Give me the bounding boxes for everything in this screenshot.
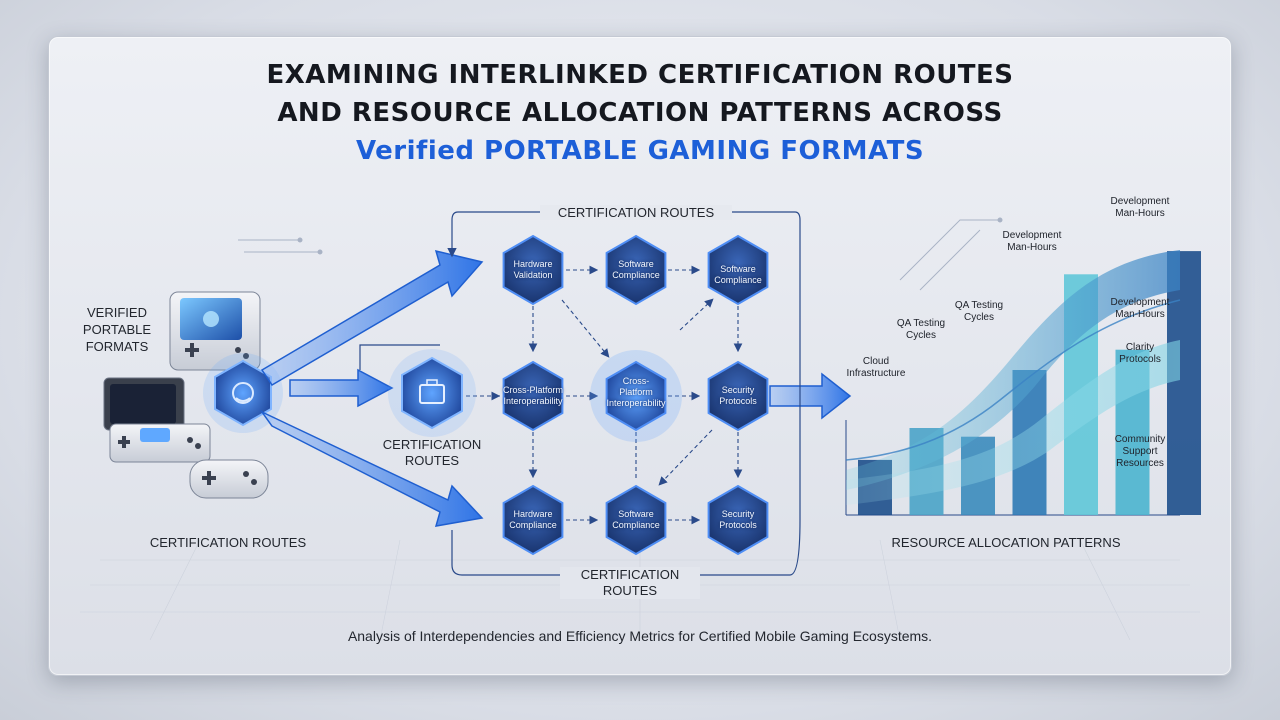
node-text-line: Protocols	[719, 396, 757, 406]
center-top-label: CERTIFICATION ROUTES	[540, 205, 732, 220]
resource-chart	[845, 250, 1201, 516]
chart-label-line: Cycles	[905, 330, 936, 341]
allocation-wave-3	[845, 299, 1181, 461]
briefcase-hex-icon	[388, 349, 476, 437]
formats-label: VERIFIED PORTABLE FORMATS	[72, 304, 162, 355]
label-clarity-protocols: Clarity Protocols	[1102, 342, 1178, 366]
left-certification-label: CERTIFICATION ROUTES	[149, 535, 307, 550]
node-cross-platform-1: Cross-Platform Interoperability	[497, 385, 569, 407]
chart-bar	[1167, 251, 1201, 515]
node-text-line: Compliance	[612, 520, 660, 530]
node-hexagon	[605, 234, 667, 306]
chart-label-line: Man-Hours	[1115, 208, 1165, 219]
allocation-wave-2	[846, 340, 1180, 505]
node-software-compliance-3: Software Compliance	[604, 509, 668, 531]
node-text-line: Security	[721, 385, 755, 395]
node-hexagon	[707, 360, 769, 432]
node-hexagon	[502, 360, 564, 432]
node-hardware-compliance: Hardware Compliance	[501, 509, 565, 531]
center-bottom-label: CERTIFICATION ROUTES	[560, 567, 700, 599]
node-hardware-validation: Hardware Validation	[501, 259, 565, 281]
formats-label-line-3: FORMATS	[85, 339, 149, 354]
handheld-console-icon	[169, 291, 261, 371]
label-development-3: Development Man-Hours	[1100, 297, 1180, 321]
chart-label-line: Development	[1110, 196, 1170, 207]
route-arrows	[259, 249, 852, 527]
node-text-line: Cross-	[622, 376, 650, 386]
hub-label-line-2: ROUTES	[404, 453, 460, 468]
node-software-compliance-2: Software Compliance	[706, 264, 770, 286]
chart-label-line: QA Testing	[896, 318, 946, 329]
circuit-lines	[238, 217, 1003, 291]
chart-label-line: Development	[1110, 297, 1170, 308]
node-text-line: Cross-Platform	[502, 385, 563, 395]
center-bottom-label-line-1: CERTIFICATION	[580, 567, 680, 582]
chart-label-line: Infrastructure	[846, 368, 906, 379]
node-text-line: Software Compliance	[714, 264, 762, 285]
chart-label-line: Cycles	[963, 312, 994, 323]
chart-label-line: Man-Hours	[1115, 309, 1165, 320]
node-text-line: Software	[618, 509, 654, 519]
node-text-line: Interoperability	[606, 398, 666, 408]
allocation-wave-1	[846, 250, 1180, 490]
node-hexagons	[502, 234, 769, 556]
node-software-compliance-1: Software Compliance	[604, 259, 668, 281]
node-text-line: Hardware	[513, 509, 553, 519]
node-hexagon	[502, 484, 564, 556]
node-cross-platform-2: Cross- Platform Interoperability	[598, 376, 674, 409]
chart-label-line: Clarity	[1125, 342, 1155, 353]
node-text-line: Software	[618, 259, 654, 269]
title-line-2: AND RESOURCE ALLOCATION PATTERNS ACROSS	[277, 98, 1003, 128]
formats-label-line-1: VERIFIED	[87, 305, 147, 320]
node-hexagon	[605, 484, 667, 556]
node-text-line: Hardware	[513, 259, 553, 269]
node-text-line: Compliance	[612, 270, 660, 280]
node-text-line: Platform	[619, 387, 653, 397]
label-development-2: Development Man-Hours	[1100, 196, 1180, 220]
hub-label: CERTIFICATION ROUTES	[372, 437, 492, 469]
label-qa-testing-1: QA Testing Cycles	[886, 318, 956, 342]
chart-title-label: RESOURCE ALLOCATION PATTERNS	[891, 535, 1121, 550]
chart-label-line: Development	[1002, 230, 1062, 241]
title-line-3: Verified PORTABLE GAMING FORMATS	[355, 136, 925, 166]
hub-label-line-1: CERTIFICATION	[382, 437, 482, 452]
label-development-1: Development Man-Hours	[992, 230, 1072, 254]
formats-label-line-2: PORTABLE	[82, 322, 152, 337]
label-community-support: Community Support Resources	[1102, 434, 1178, 470]
chart-label-line: Protocols	[1119, 354, 1161, 365]
chart-label-line: QA Testing	[954, 300, 1004, 311]
chart-label-line: Cloud	[862, 356, 890, 367]
title-line-1: EXAMINING INTERLINKED CERTIFICATION ROUT…	[266, 60, 1014, 90]
node-hexagon	[502, 234, 564, 306]
node-text-line: Validation	[513, 270, 553, 280]
label-qa-testing-2: QA Testing Cycles	[944, 300, 1014, 324]
node-text-line: Protocols	[719, 520, 757, 530]
footer-caption: Analysis of Interdependencies and Effici…	[347, 628, 933, 644]
label-cloud-infrastructure: Cloud Infrastructure	[836, 356, 916, 380]
node-text-line: Interoperability	[503, 396, 563, 406]
node-hexagon	[605, 360, 667, 432]
node-hexagon	[707, 234, 769, 306]
chart-label-line: Support	[1122, 446, 1158, 457]
node-text-line: Security	[721, 509, 755, 519]
center-bottom-label-line-2: ROUTES	[602, 583, 658, 598]
chart-label-line: Man-Hours	[1007, 242, 1057, 253]
chart-label-line: Community	[1114, 434, 1166, 445]
portable-console-icon	[103, 377, 211, 463]
route-frame	[359, 211, 801, 576]
gamepad-icon	[189, 459, 269, 499]
node-connections	[466, 265, 743, 525]
node-text-line: Compliance	[509, 520, 557, 530]
chart-label-line: Resources	[1116, 458, 1164, 469]
node-hexagon	[707, 484, 769, 556]
node-security-protocols-1: Security Protocols	[706, 385, 770, 407]
node-security-protocols-2: Security Protocols	[706, 509, 770, 531]
